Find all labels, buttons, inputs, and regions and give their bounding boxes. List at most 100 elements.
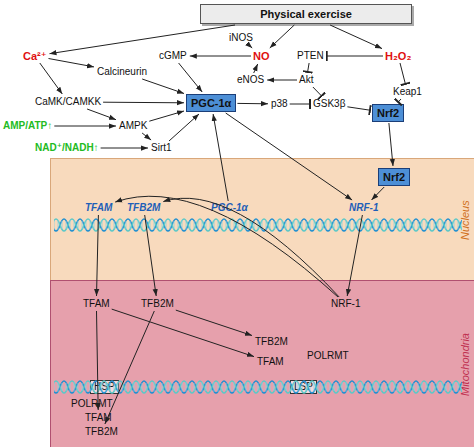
- promoter-box: LSP: [290, 380, 317, 394]
- kinase-label: CaMK/CAMKK: [34, 96, 102, 108]
- node-text: LSP: [294, 381, 313, 392]
- activation-arrow: [54, 126, 116, 127]
- key-factor-box: Nrf2: [372, 104, 404, 122]
- inhibition-connector: [398, 99, 401, 102]
- protein-label: TFAM: [82, 298, 111, 310]
- node-text: TFAM: [83, 298, 110, 309]
- protein-label: TFAM: [256, 356, 285, 368]
- activation-arrow: [190, 56, 251, 57]
- node-text: Nrf2: [383, 171, 405, 183]
- protein-label: TFB2M: [140, 298, 175, 310]
- activation-arrow: [254, 64, 258, 73]
- node-text: H₂O₂: [385, 50, 411, 62]
- protein-label: POLRMT: [70, 398, 114, 410]
- node-text: AMPK: [119, 120, 147, 131]
- kinase-label: Akt: [298, 74, 314, 86]
- node-text: Akt: [299, 74, 313, 85]
- node-text: iNOS: [229, 32, 253, 43]
- node-text: HSP: [94, 381, 115, 392]
- inhibition-connector: [327, 56, 383, 57]
- gene-label: TFAM: [84, 202, 113, 214]
- promoter-box: HSP: [90, 380, 119, 394]
- protein-label: Keap1: [392, 86, 423, 98]
- protein-label: POLRMT: [306, 350, 350, 362]
- activation-arrow: [372, 187, 385, 200]
- node-text: PTEN: [297, 50, 324, 61]
- node-text: POLRMT: [307, 350, 349, 361]
- node-text: TFAM: [257, 356, 284, 367]
- enzyme-label: Sirt1: [150, 142, 173, 154]
- mitochondrial-dna: [54, 378, 462, 396]
- node-text: GSK3β: [313, 98, 345, 109]
- node-text: TFB2M: [127, 202, 160, 213]
- activation-arrow: [330, 25, 382, 49]
- enzyme-label: Calcineurin: [96, 66, 148, 78]
- node-text: Calcineurin: [97, 66, 147, 77]
- inhibition-connector: [347, 107, 370, 110]
- activation-arrow: [112, 309, 254, 357]
- activation-arrow: [226, 113, 352, 200]
- node-text: NAD⁺/NADH↑: [35, 142, 99, 153]
- activation-arrow: [169, 114, 199, 141]
- nucleus-band: Nucleus Nrf2TFAM TFB2M PGC-1α NRF-1: [50, 158, 474, 282]
- node-text: TFAM: [85, 202, 112, 213]
- activation-arrow: [142, 79, 184, 94]
- activation-arrow: [267, 80, 297, 81]
- molecule-label: NO: [252, 50, 271, 62]
- activation-arrow: [87, 109, 116, 120]
- compartment-label: Nucleus: [459, 159, 473, 281]
- protein-label: TFB2M: [254, 336, 289, 348]
- ion-label: Ca²⁺: [22, 50, 48, 62]
- node-text: Sirt1: [151, 142, 172, 153]
- node-text: PGC-1α: [191, 97, 231, 109]
- enzyme-label: iNOS: [228, 32, 254, 44]
- activation-arrow: [145, 215, 157, 296]
- node-text: p38: [271, 98, 288, 109]
- node-text: Ca²⁺: [23, 50, 47, 62]
- gene-label: PGC-1α: [210, 202, 249, 214]
- node-text: TFAM: [85, 412, 112, 423]
- kinase-label: AMPK: [118, 120, 148, 132]
- activation-arrow: [97, 215, 99, 296]
- node-text: TFB2M: [85, 426, 118, 437]
- activation-arrow: [40, 63, 63, 94]
- process-box: Physical exercise: [200, 4, 412, 24]
- node-text: TFB2M: [141, 298, 174, 309]
- activation-arrow: [213, 114, 228, 201]
- node-text: NRF-1: [349, 202, 378, 213]
- molecule-label: H₂O₂: [384, 50, 412, 62]
- inhibition-connector: [313, 87, 322, 96]
- inhibition-connector: [290, 104, 310, 105]
- node-text: NO: [253, 50, 270, 62]
- activation-arrow: [115, 196, 338, 297]
- protein-label: TFAM: [84, 412, 113, 424]
- node-text: Keap1: [393, 86, 422, 97]
- inhibition-connector: [400, 63, 405, 84]
- inhibition-connector: [308, 63, 310, 72]
- key-factor-box: PGC-1α: [186, 94, 236, 112]
- key-factor-box: Nrf2: [378, 168, 410, 186]
- activation-arrow: [105, 311, 154, 424]
- node-text: NRF-1: [331, 298, 360, 309]
- activation-arrow: [103, 102, 184, 104]
- activation-arrow: [389, 123, 393, 166]
- activation-arrow: [49, 59, 95, 67]
- protein-label: TFB2M: [84, 426, 119, 438]
- ratio-label: AMP/ATP↑: [2, 120, 53, 132]
- node-text: PGC-1α: [211, 202, 248, 213]
- activation-arrow: [270, 25, 295, 48]
- enzyme-label: PTEN: [296, 50, 325, 62]
- activation-arrow: [163, 198, 339, 297]
- node-text: Nrf2: [377, 107, 399, 119]
- protein-label: NRF-1: [330, 298, 361, 310]
- activation-arrow: [97, 311, 99, 410]
- kinase-label: GSK3β: [312, 98, 346, 110]
- node-text: AMP/ATP↑: [3, 120, 52, 131]
- compartment-label: Mitochondria: [459, 281, 473, 447]
- activation-arrow: [249, 45, 252, 48]
- node-text: TFB2M: [255, 336, 288, 347]
- node-text: CaMK/CAMKK: [35, 96, 101, 107]
